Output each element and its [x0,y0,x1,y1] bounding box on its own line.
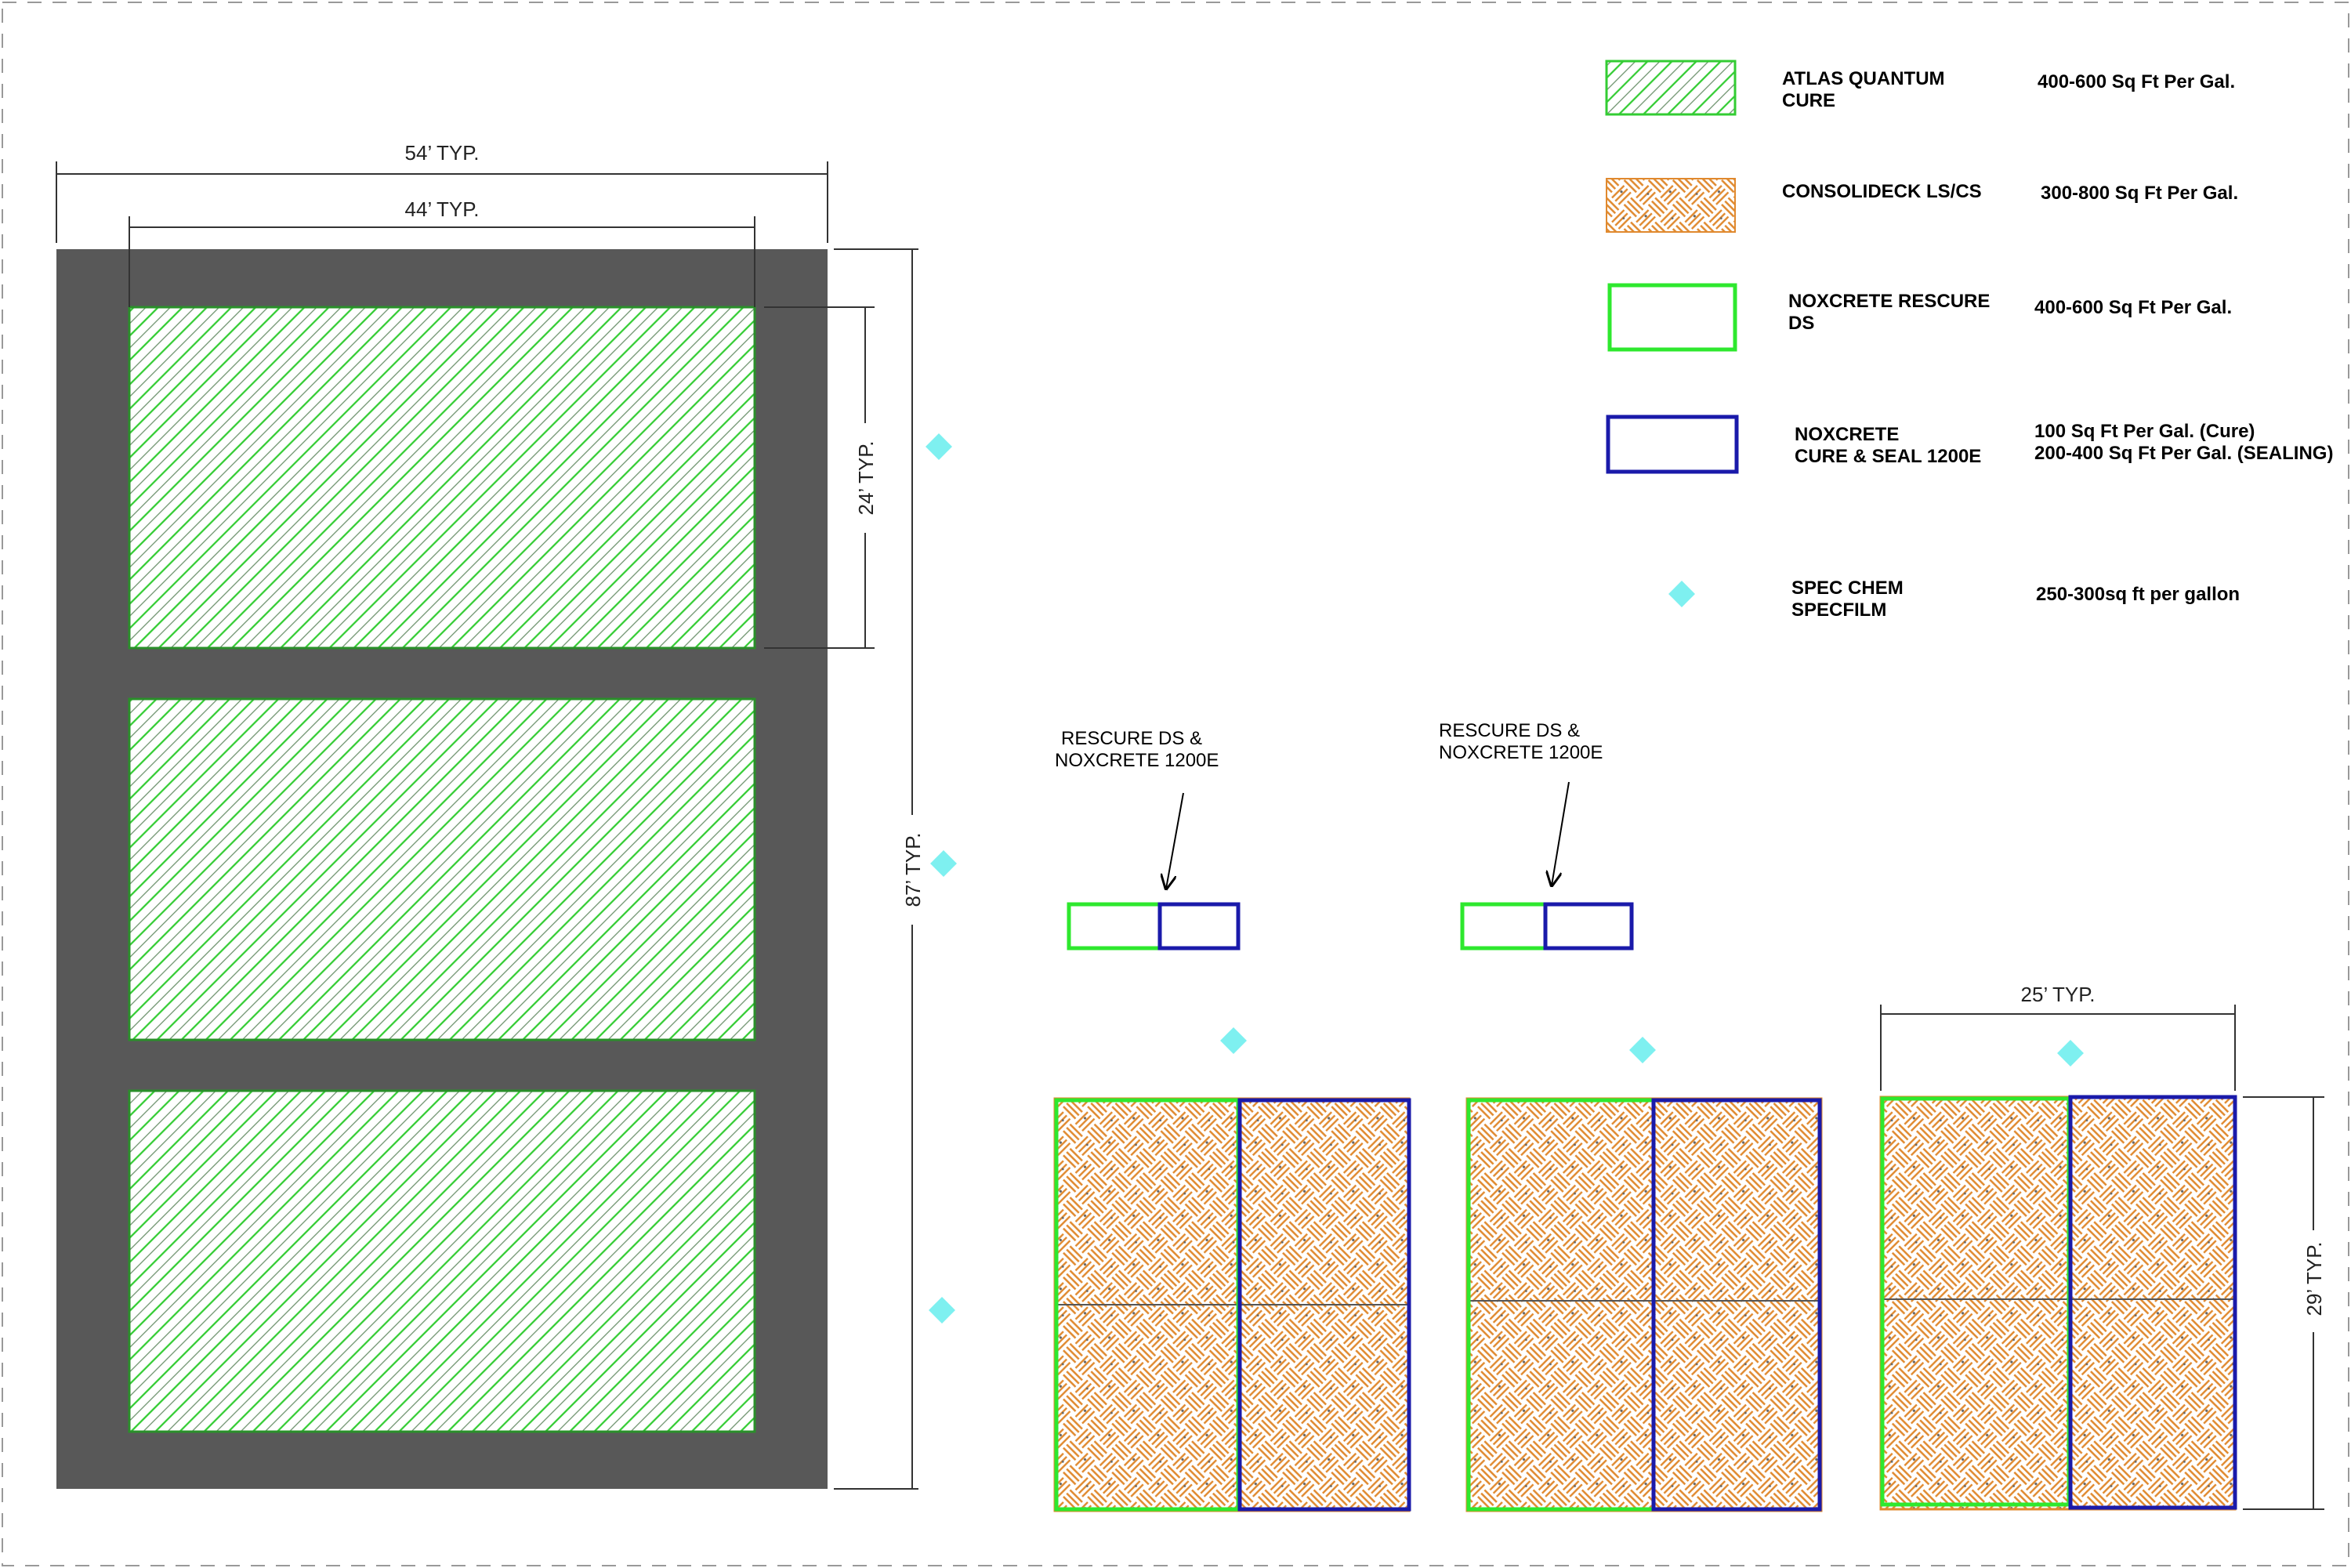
curing-panel-middle [128,697,756,1041]
bay-plan-2 [1465,1097,1823,1512]
legend-rate: 250-300sq ft per gallon [2036,584,2240,605]
legend-rate: 100 Sq Ft Per Gal. (Cure) [2034,421,2255,442]
dimension-overall-height [834,248,918,1490]
dimension-bay-width-label: 25’ TYP. [2021,983,2096,1006]
legend-name: ATLAS QUANTUM [1782,68,1945,89]
legend-rate: 400-600 Sq Ft Per Gal. [2038,71,2235,92]
specfilm-marker [930,850,957,877]
consolideck-area [1879,1095,2237,1511]
callout-arrow [1166,792,1184,889]
specfilm-marker [1220,1027,1247,1054]
legend-name: CURE [1782,90,1835,111]
joint-cure-seal [1543,902,1634,951]
callout-label: RESCURE DS & [1061,728,1202,749]
consolideck-area [1465,1097,1823,1512]
specfilm-marker [1629,1037,1656,1063]
specfilm-marker [926,433,952,460]
legend-rate: 400-600 Sq Ft Per Gal. [2034,297,2232,318]
dimension-overall-width-label: 54’ TYP. [405,141,480,165]
specfilm-marker [2057,1040,2084,1066]
curing-panel-top [128,306,756,650]
callout-label: RESCURE DS & [1439,720,1580,741]
legend-swatch-cure-seal-1200e [1606,415,1739,474]
cure-seal-zone [1237,1098,1411,1512]
legend-swatch-consolideck [1606,178,1736,233]
legend-name: SPECFILM [1791,599,1886,621]
legend-swatch-atlas-quantum-cure [1605,60,1737,116]
legend-rate: 300-800 Sq Ft Per Gal. [2041,183,2238,204]
cure-seal-zone [1651,1098,1822,1512]
callout-arrow [1552,781,1570,885]
dimension-bay-width [1880,1005,2236,1091]
legend-swatch-rescure-ds [1607,283,1737,352]
cure-seal-zone [2068,1095,2237,1510]
callout-label: NOXCRETE 1200E [1055,750,1219,771]
legend: ATLAS QUANTUM CURE 400-600 Sq Ft Per Gal… [1605,60,2333,621]
legend-rate: 200-400 Sq Ft Per Gal. (SEALING) [2034,443,2333,464]
callout-label: NOXCRETE 1200E [1439,742,1603,763]
dimension-bay-height [2243,1096,2324,1510]
callout-2: RESCURE DS & NOXCRETE 1200E [1439,720,1634,951]
dimension-overall-height-label: 87’ TYP. [901,833,925,907]
legend-name: NOXCRETE RESCURE [1788,291,1990,312]
dimension-overall-width [56,161,828,243]
legend-name: NOXCRETE [1795,424,1899,445]
dimension-bay-height-label: 29’ TYP. [2302,1242,2326,1316]
main-slab-plan [56,249,828,1489]
legend-name: SPEC CHEM [1791,578,1904,599]
dimension-panel-width [129,216,755,307]
joint-rescure-ds [1067,902,1162,951]
callout-1: RESCURE DS & NOXCRETE 1200E [1055,728,1241,951]
legend-name: DS [1788,313,1814,334]
dimension-panel-width-label: 44’ TYP. [405,197,480,221]
bay-plan-1 [1053,1097,1411,1512]
dimension-panel-height-label: 24’ TYP. [854,441,878,516]
legend-swatch-specfilm [1668,581,1695,607]
dimension-panel-height [764,306,875,649]
joint-cure-seal [1157,902,1241,951]
legend-name: CONSOLIDECK LS/CS [1782,181,1982,202]
bay-plan-3 [1879,1095,2237,1511]
curing-panel-bottom [128,1089,756,1433]
legend-name: CURE & SEAL 1200E [1795,446,1981,467]
joint-rescure-ds [1460,902,1548,951]
specfilm-marker [929,1297,955,1324]
